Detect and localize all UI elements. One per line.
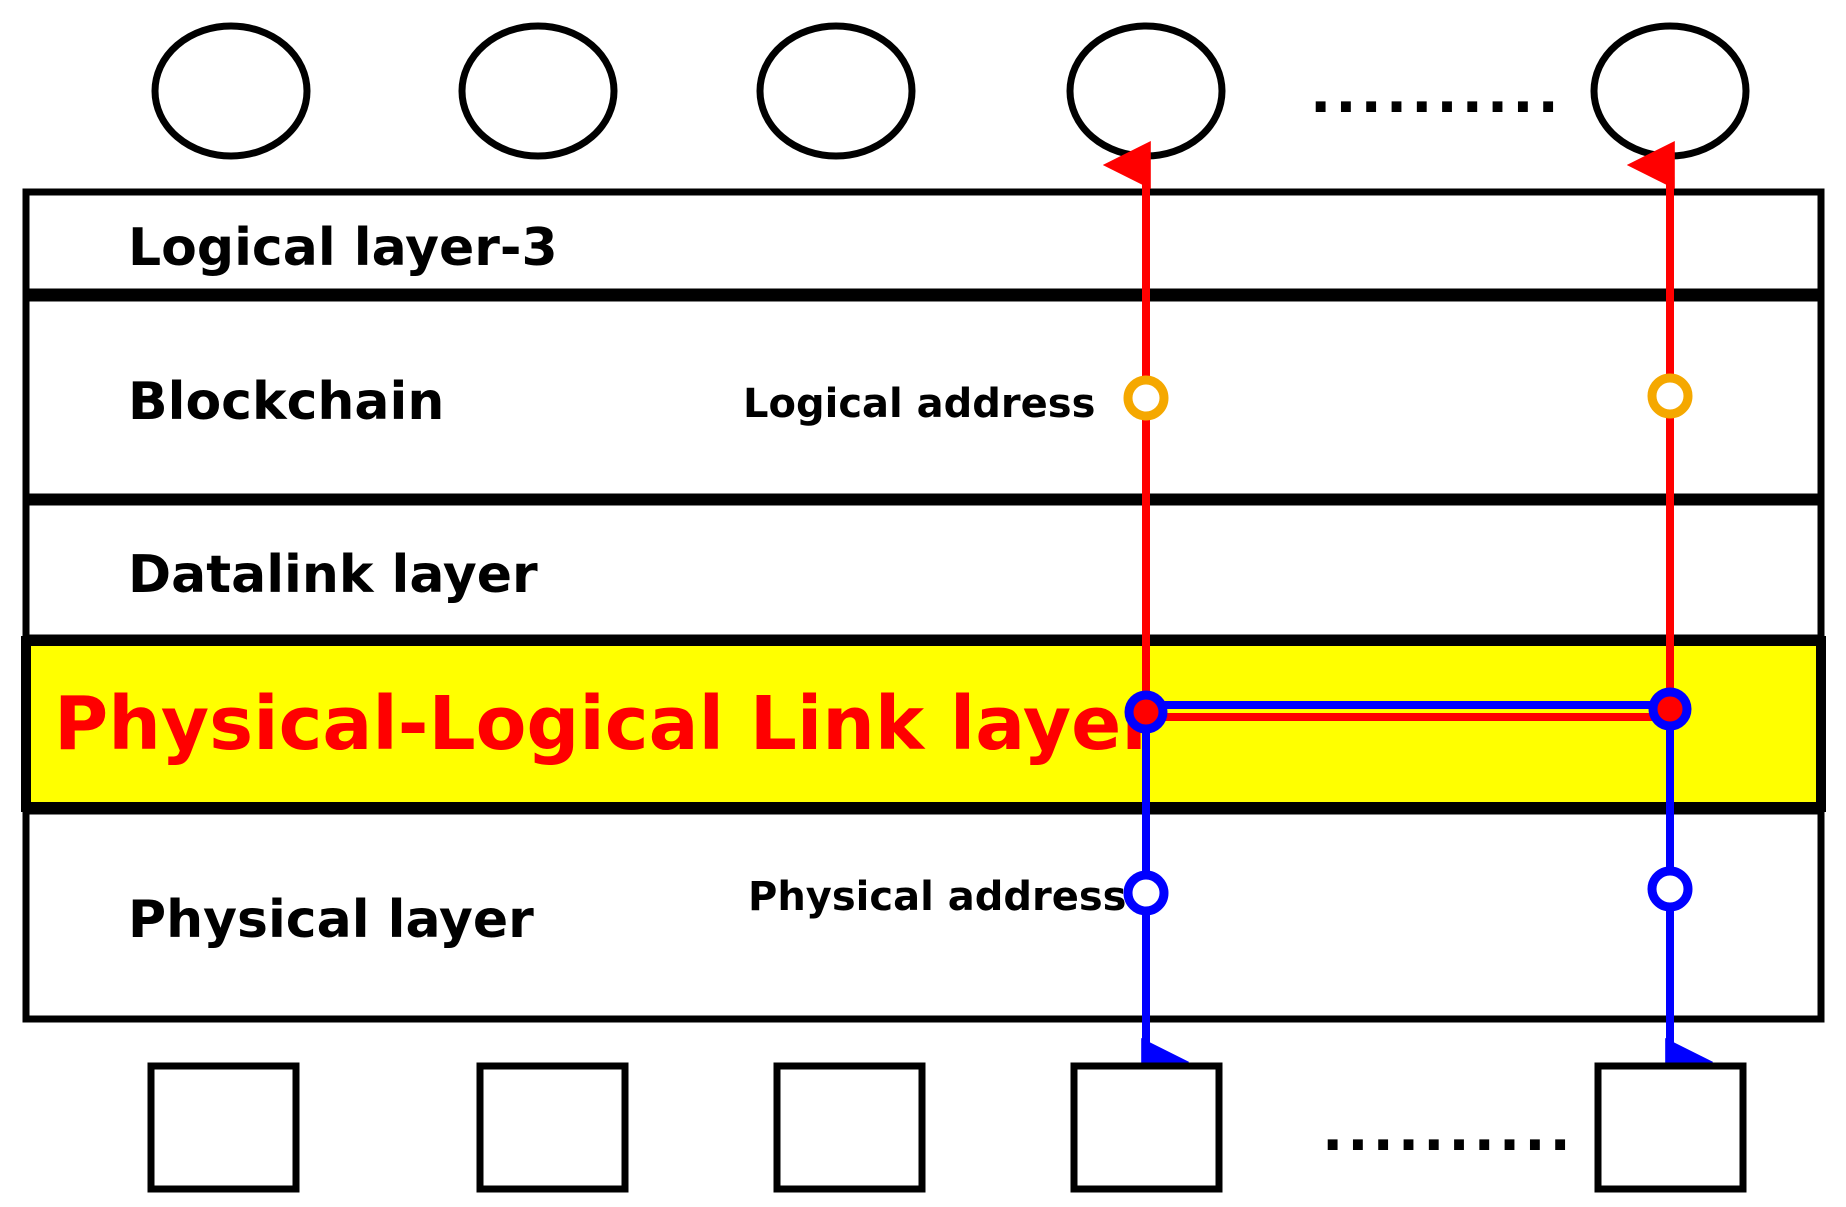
layer-label-logical-3: Logical layer-3 — [128, 218, 558, 278]
physical-address-label: Physical address — [748, 874, 1126, 920]
layer-label-datalink: Datalink layer — [128, 545, 538, 605]
physical-node-1 — [147, 1062, 300, 1193]
logical-node-4 — [1066, 22, 1226, 160]
layer-label-physical-logical-link: Physical-Logical Link layer — [54, 681, 1158, 767]
logical-node-3 — [756, 22, 916, 160]
layer-label-physical: Physical layer — [128, 890, 534, 950]
logical-address-label: Logical address — [743, 381, 1095, 427]
physical-node-2 — [476, 1062, 629, 1193]
physical-address-node-left — [1123, 870, 1169, 916]
layer-stack — [21, 188, 1826, 1023]
physical-address-node-right — [1647, 866, 1693, 912]
layer-physical-box — [22, 807, 1825, 1023]
bottom-ellipsis: .......... — [1322, 1099, 1575, 1164]
physical-node-3 — [773, 1062, 926, 1193]
layer-datalink-box — [22, 498, 1825, 642]
physical-node-5 — [1594, 1062, 1747, 1193]
top-ellipsis: .......... — [1310, 61, 1563, 126]
physical-nodes — [147, 1062, 1747, 1193]
logical-address-nodes — [1123, 373, 1693, 421]
link-nodes — [1124, 687, 1692, 734]
physical-address-nodes — [1123, 866, 1693, 916]
layer-blockchain-box — [22, 294, 1825, 501]
link-node-left — [1124, 690, 1168, 734]
logical-node-2 — [458, 22, 618, 160]
logical-address-node-right — [1647, 373, 1693, 419]
layer-logical-3-box — [22, 188, 1825, 296]
layer-label-blockchain: Blockchain — [128, 372, 444, 432]
logical-node-1 — [151, 22, 311, 160]
logical-address-node-left — [1123, 375, 1169, 421]
link-node-right — [1648, 687, 1692, 731]
physical-node-4 — [1070, 1062, 1223, 1193]
logical-nodes — [151, 22, 1750, 160]
logical-paths — [1102, 141, 1675, 721]
layer-physical-logical-link-box — [21, 636, 1826, 812]
logical-node-5 — [1590, 22, 1750, 160]
